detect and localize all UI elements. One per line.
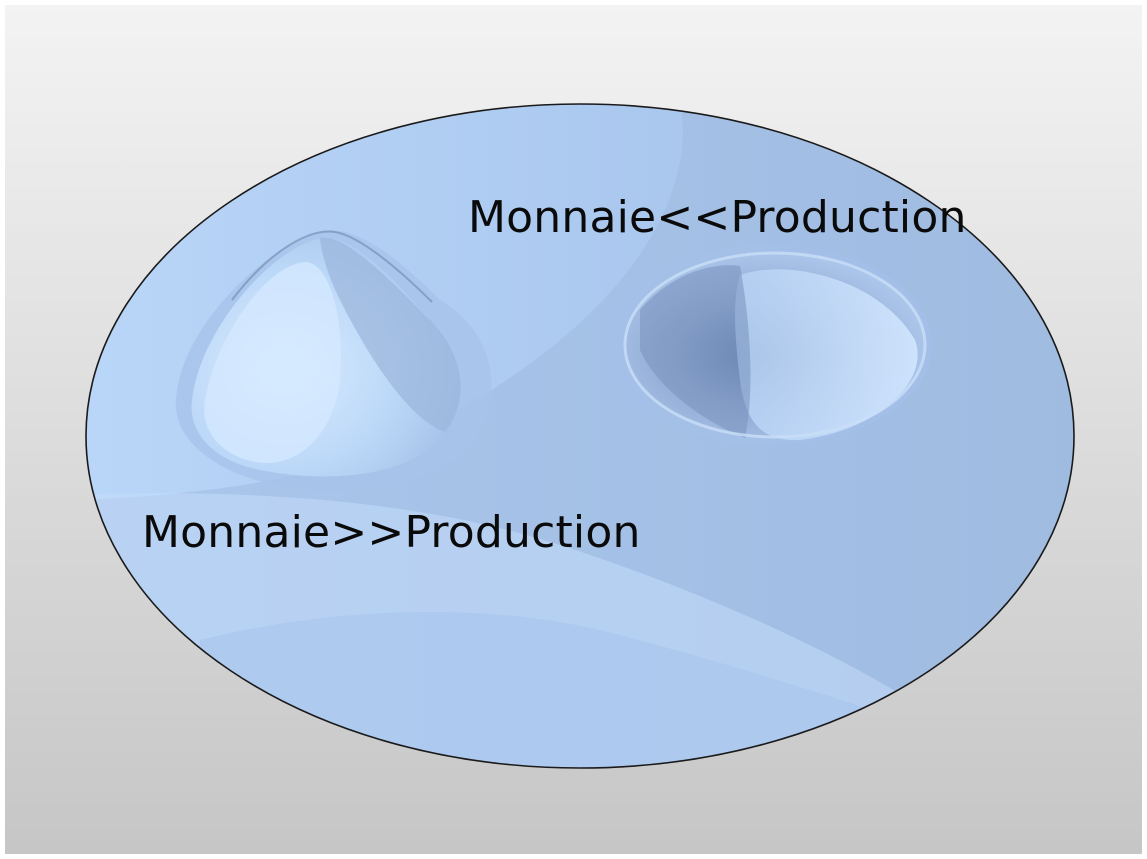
disk-outline [85,103,1075,769]
peak-bump [175,230,492,491]
well-hole [608,245,932,445]
label-money-greater-than-production: Monnaie>>Production [142,507,641,558]
label-money-less-than-production: Monnaie<<Production [468,192,967,243]
